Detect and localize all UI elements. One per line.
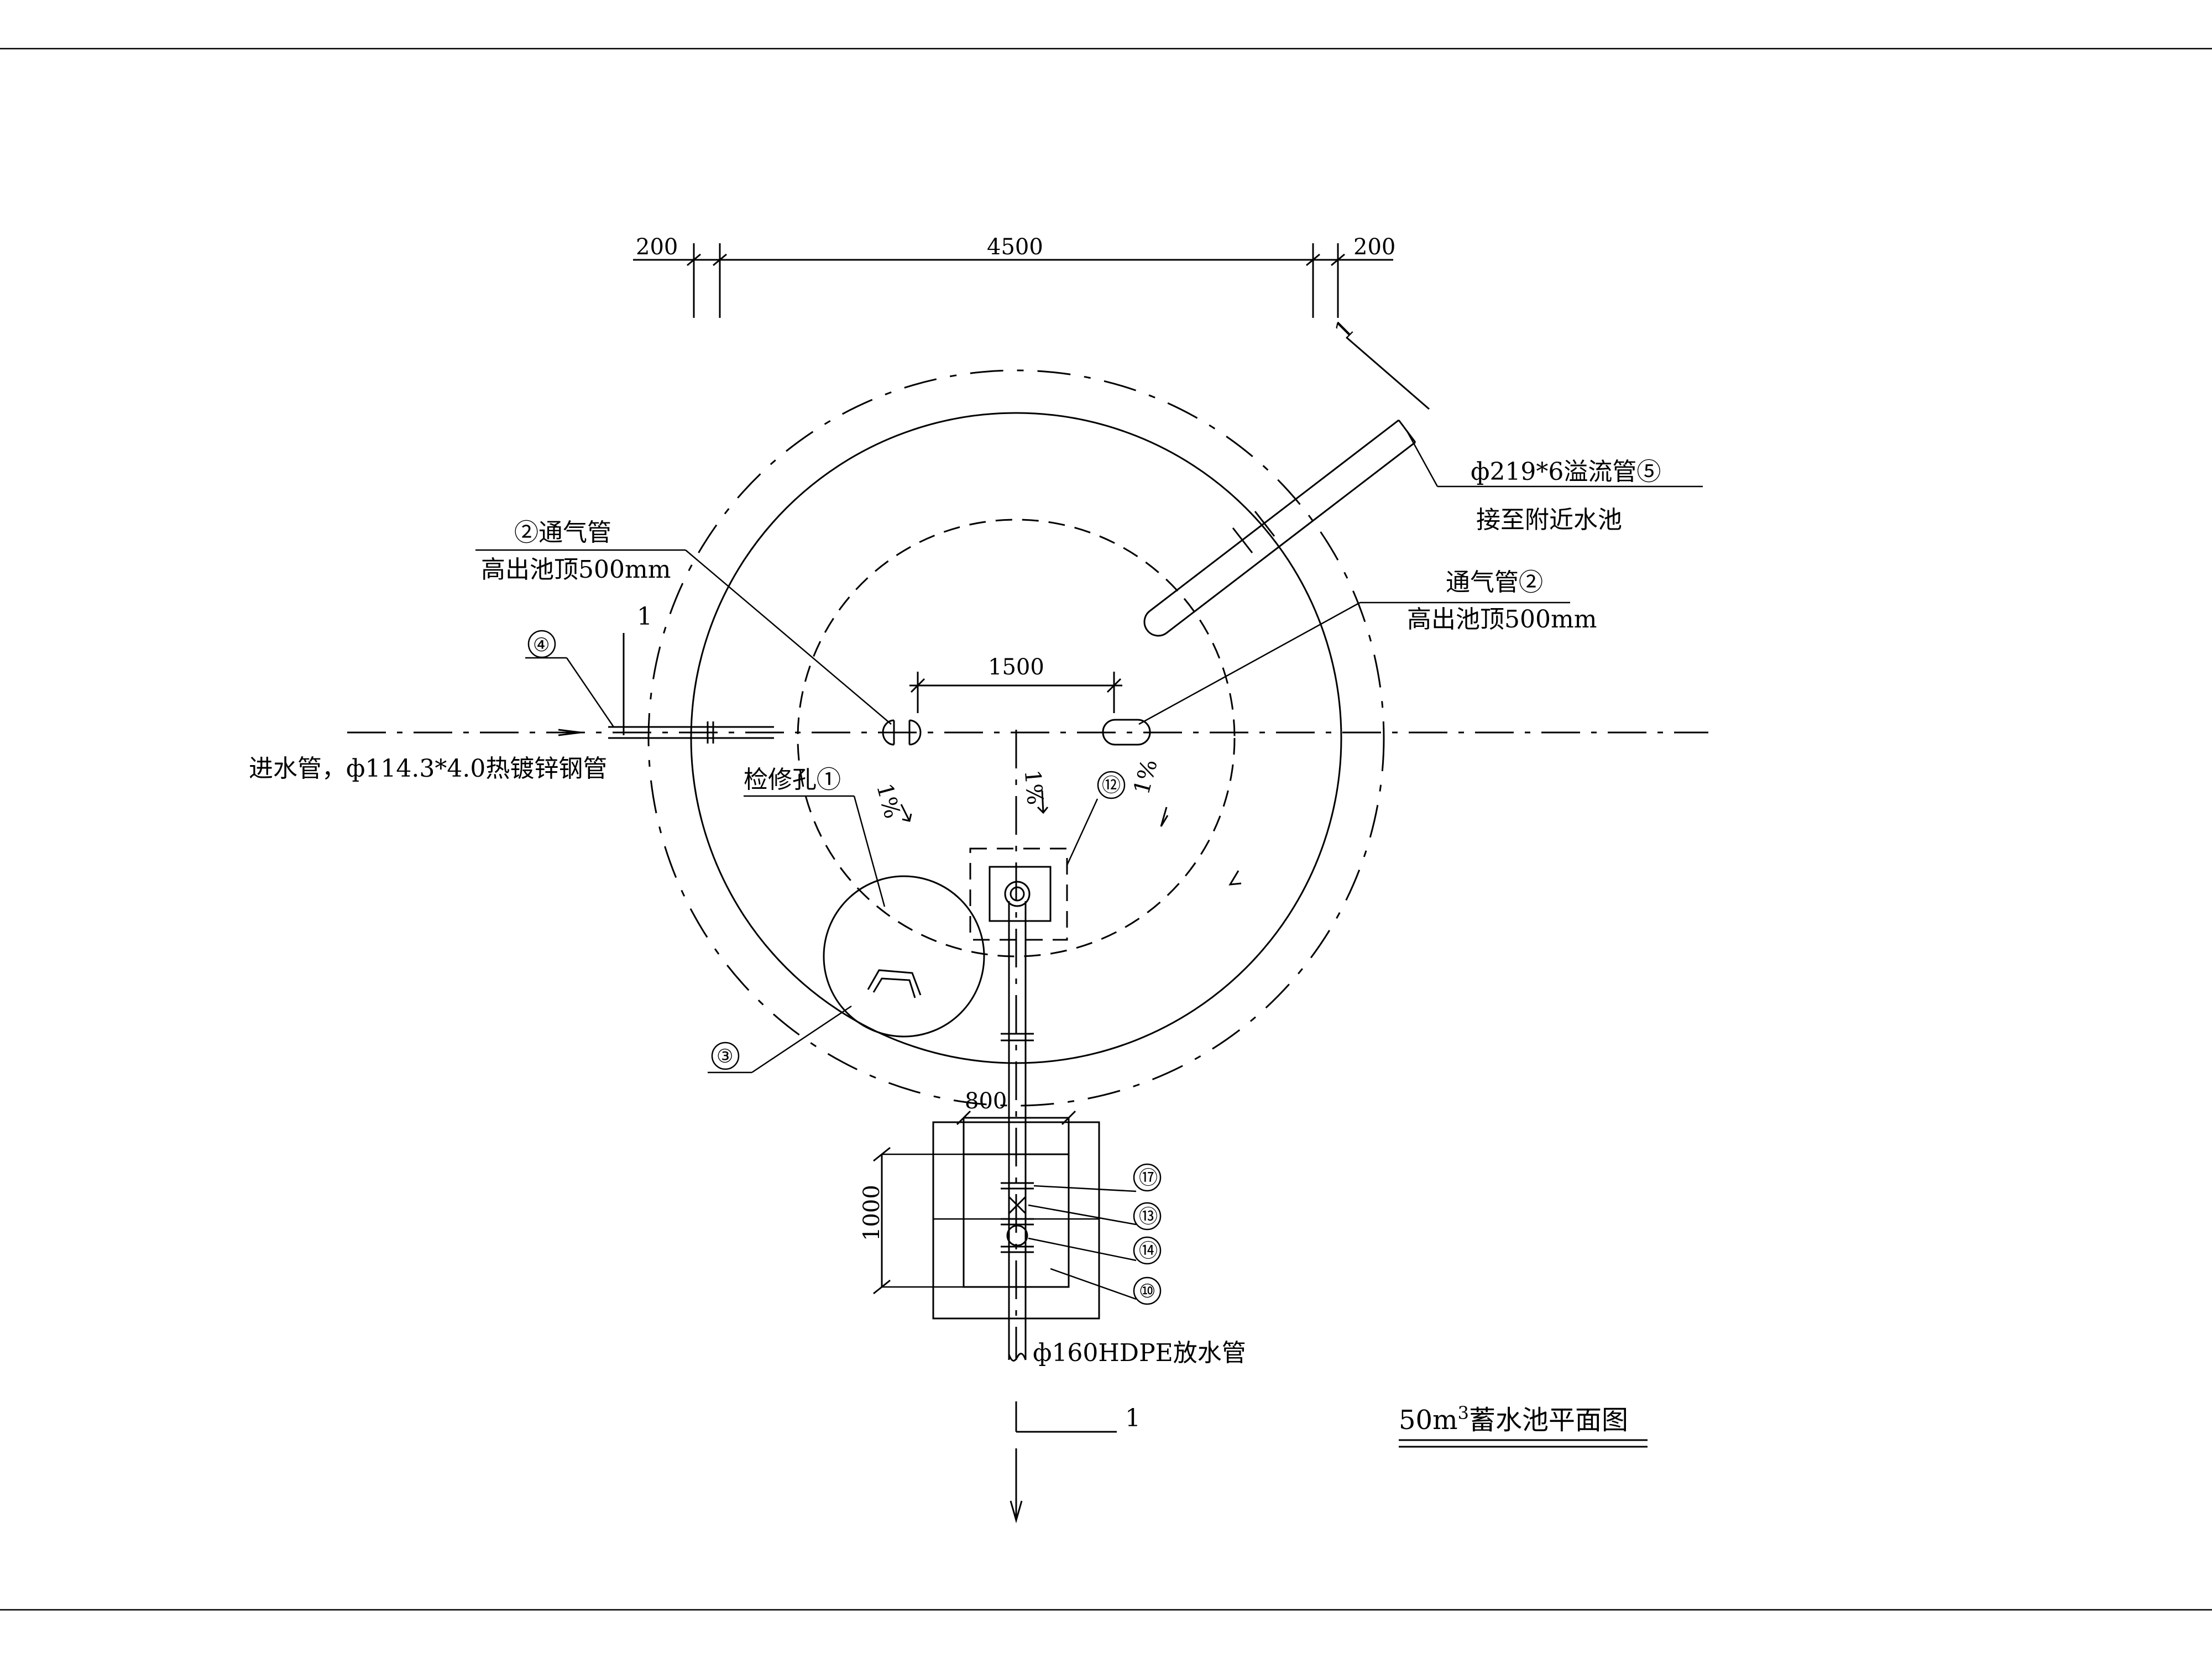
title-text: 50m3蓄水池平面图	[1399, 1402, 1628, 1436]
vent-right-label: 通气管②	[1446, 568, 1543, 596]
sump-pit: ⑫	[969, 771, 1126, 941]
valve-box: 1000 800	[859, 1088, 1100, 1320]
section-mark-bottom-group: 1	[1010, 1401, 1141, 1524]
ladder-callout: ③	[708, 1005, 852, 1074]
valve-tag-13: ⑬	[1139, 1206, 1158, 1228]
valve-callouts: ⑰ ⑬ ⑭ ⑩	[1028, 1163, 1162, 1305]
ladder-tag: ③	[717, 1045, 733, 1067]
dim-800: 800	[965, 1088, 1007, 1114]
slope-marks: 1% 1% 1%	[871, 757, 1242, 886]
dim-1500: 1500	[988, 655, 1044, 680]
slope-left: 1%	[871, 781, 905, 821]
section-mark-bottom: 1	[1125, 1404, 1141, 1432]
inlet-pipe: 1 ④ 进水管，ф114.3*4.0热镀锌钢管	[249, 603, 774, 783]
valve-tag-17: ⑰	[1139, 1167, 1158, 1189]
manhole: 检修孔①	[744, 766, 985, 1038]
dim-1000: 1000	[859, 1185, 885, 1241]
overflow-pipe: 1 ф219*6溢流管⑤ 接至附近水池	[1143, 314, 1703, 637]
vent-pipe-left: ②通气管 高出池顶500mm	[475, 519, 922, 746]
valve-box-outer	[932, 1121, 1100, 1320]
vent-right-height: 高出池顶500mm	[1407, 605, 1597, 634]
vent-left-label: ②通气管	[514, 519, 611, 547]
top-dimension: 200 4500 200	[633, 234, 1395, 318]
section-mark-top-right: 1	[1329, 314, 1360, 345]
sump-tag: ⑫	[1102, 774, 1121, 797]
manhole-label: 检修孔①	[744, 766, 841, 794]
drain-pipe-label: ф160HDPE放水管	[1033, 1339, 1246, 1367]
overflow-pipe-label: ф219*6溢流管⑤	[1471, 458, 1661, 486]
dim-4500: 4500	[987, 234, 1043, 260]
vent-pipe-right: 通气管② 高出池顶500mm	[1102, 568, 1597, 746]
dim-200-left: 200	[636, 234, 678, 260]
inlet-pipe-label: 进水管，ф114.3*4.0热镀锌钢管	[249, 755, 607, 783]
section-mark-left: 1	[637, 603, 652, 631]
valve-tag-14: ⑭	[1139, 1240, 1158, 1262]
drain-pipe: ф160HDPE放水管	[1001, 901, 1246, 1367]
slope-right: 1%	[1129, 757, 1163, 797]
vent-left-height: 高出池顶500mm	[481, 556, 671, 584]
tank-inner-dashed-circle	[797, 519, 1236, 957]
dim-200-right: 200	[1353, 234, 1395, 260]
sheet-border	[0, 48, 2212, 1611]
drawing-title: 50m3蓄水池平面图	[1399, 1402, 1648, 1448]
inlet-tag: ④	[533, 634, 550, 656]
box-tag-10: ⑩	[1139, 1280, 1155, 1302]
manhole-circle	[823, 875, 985, 1038]
overflow-pipe-destination: 接至附近水池	[1476, 506, 1622, 534]
vent-spacing-dimension: 1500	[909, 655, 1122, 713]
